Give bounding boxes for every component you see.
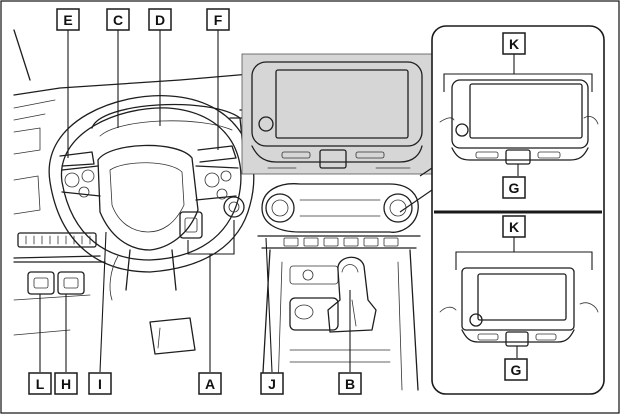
callout-C: C: [106, 8, 130, 31]
callout-B-text: B: [345, 376, 355, 392]
callout-K-upper: K: [502, 32, 526, 55]
callout-D: D: [148, 8, 172, 31]
callout-J-text: J: [268, 376, 276, 392]
cockpit-drawing: [13, 29, 433, 391]
callout-K-lower-text: K: [509, 219, 519, 235]
callout-K-upper-text: K: [509, 36, 519, 52]
callout-G-lower-text: G: [511, 362, 522, 378]
callout-L-text: L: [36, 376, 45, 392]
callout-A: A: [198, 372, 222, 395]
display-highlight-area: [241, 53, 433, 175]
display-variants-panel: [399, 25, 605, 395]
callout-G-upper-text: G: [509, 180, 520, 196]
display-variant-upper: [439, 73, 599, 176]
callout-I: I: [88, 372, 112, 395]
callout-D-text: D: [155, 12, 165, 28]
callout-B: B: [338, 372, 362, 395]
display-variant-lower: [439, 251, 599, 358]
callout-F: F: [206, 8, 230, 31]
callout-J: J: [260, 372, 284, 395]
callout-G-upper: G: [502, 176, 526, 199]
callout-E-text: E: [63, 12, 72, 28]
callout-K-lower: K: [502, 215, 526, 238]
callout-G-lower: G: [504, 358, 528, 381]
callout-H-text: H: [61, 376, 71, 392]
callout-L: L: [28, 372, 52, 395]
callout-H: H: [54, 372, 78, 395]
callout-C-text: C: [113, 12, 123, 28]
callout-I-text: I: [98, 376, 102, 392]
callout-A-text: A: [205, 376, 215, 392]
leader-lines: [39, 30, 515, 373]
callout-E: E: [56, 8, 80, 31]
callout-F-text: F: [214, 12, 223, 28]
